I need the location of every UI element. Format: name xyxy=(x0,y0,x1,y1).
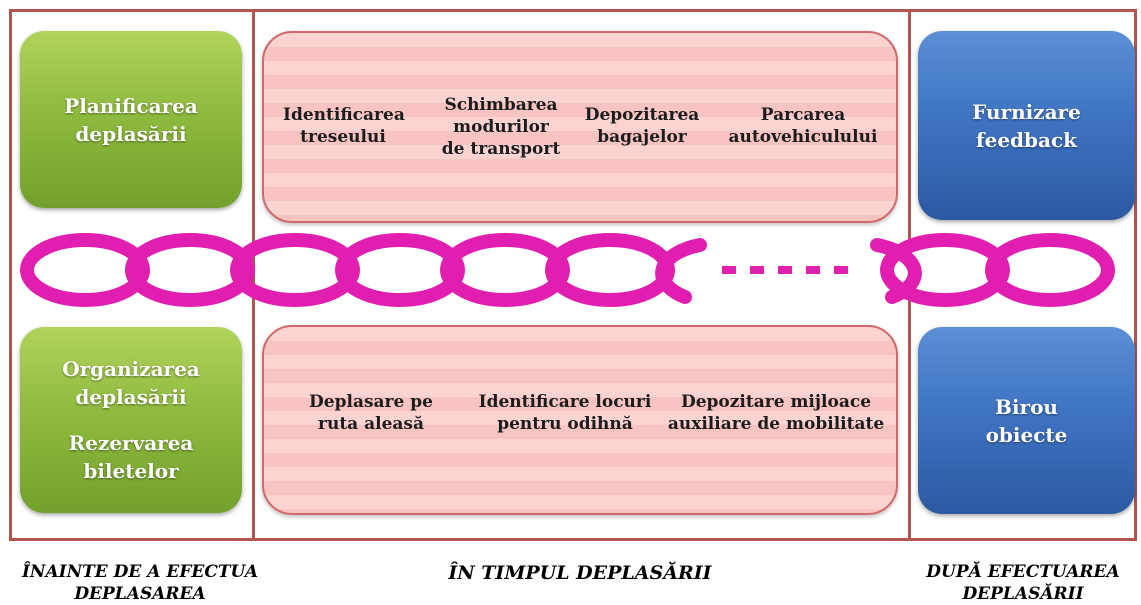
diagram-frame xyxy=(9,9,1137,541)
chain-link xyxy=(335,233,465,307)
vehicle-parking-line-2: autovehiculului xyxy=(728,127,878,147)
organizing-line-1: Organizarea xyxy=(62,357,200,381)
planning-line-1: Planificarea xyxy=(64,93,198,118)
rest-places-line-2: pentru odihnă xyxy=(497,414,633,434)
rest-places-line-1: Identificare locuri xyxy=(478,392,652,412)
mobility-aids-item: Depozitare mijloace auxiliare de mobilit… xyxy=(658,391,894,435)
travel-route-line-1: Deplasare pe xyxy=(309,392,433,412)
before-phase-label: ÎNAINTE DE A EFECTUA DEPLASAREA xyxy=(15,561,265,605)
organizing-line-2: deplasării xyxy=(75,385,187,409)
during-bottom-panel xyxy=(262,325,898,515)
vehicle-parking-item: Parcarea autovehiculului xyxy=(718,104,888,148)
mode-change-item: Schimbarea modurilor de transport xyxy=(426,94,576,160)
route-identification-item: Identificarea treseului xyxy=(283,104,405,148)
during-phase-label: ÎN TIMPUL DEPLASĂRII xyxy=(448,562,712,584)
rest-places-item: Identificare locuri pentru odihnă xyxy=(470,391,660,435)
travel-route-item: Deplasare pe ruta aleasă xyxy=(296,391,446,435)
organizing-box: Organizarea deplasării Rezervarea bilete… xyxy=(20,327,242,513)
during-top-panel xyxy=(262,31,898,223)
lost-items-line-2: obiecte xyxy=(985,422,1068,447)
chain-links-graphic xyxy=(20,233,1115,307)
chain-link xyxy=(985,233,1115,307)
planning-line-2: deplasării xyxy=(75,121,187,146)
chain-link xyxy=(20,233,150,307)
chain-link xyxy=(230,233,360,307)
chain-ellipsis-dots xyxy=(722,266,848,274)
after-phase-label-line-2: DEPLASĂRII xyxy=(962,584,1084,604)
chain-link xyxy=(440,233,570,307)
after-phase-label: DUPĂ EFECTUAREA DEPLASĂRII xyxy=(910,561,1136,605)
mode-change-line-2: modurilor xyxy=(453,117,549,137)
before-phase-label-line-2: DEPLASAREA xyxy=(74,584,206,604)
luggage-storage-line-2: bagajelor xyxy=(597,127,687,147)
travel-route-line-2: ruta aleasă xyxy=(318,414,424,434)
vehicle-parking-line-1: Parcarea xyxy=(760,105,846,125)
booking-line-2: biletelor xyxy=(83,459,179,483)
route-identification-line-1: Identificarea xyxy=(283,105,405,125)
feedback-line-2: feedback xyxy=(975,127,1077,152)
lost-items-box: Birou obiecte xyxy=(918,327,1135,514)
after-phase-label-line-1: DUPĂ EFECTUAREA xyxy=(926,562,1120,582)
chain-link xyxy=(880,233,1010,307)
luggage-storage-line-1: Depozitarea xyxy=(584,105,700,125)
chain-link-partial xyxy=(655,238,707,304)
booking-line-1: Rezervarea xyxy=(68,431,194,455)
luggage-storage-item: Depozitarea bagajelor xyxy=(580,104,704,148)
mobility-aids-line-1: Depozitare mijloace xyxy=(680,392,872,412)
before-phase-label-line-1: ÎNAINTE DE A EFECTUA xyxy=(21,562,259,582)
chain-link xyxy=(125,233,255,307)
feedback-box: Furnizare feedback xyxy=(918,31,1135,220)
planning-box: Planificarea deplasării xyxy=(20,31,242,208)
feedback-line-1: Furnizare xyxy=(972,99,1081,124)
mode-change-line-1: Schimbarea xyxy=(444,95,558,115)
mode-change-line-3: de transport xyxy=(441,139,561,159)
lost-items-line-1: Birou xyxy=(995,394,1058,419)
route-identification-line-2: treseului xyxy=(300,127,386,147)
mobility-aids-line-2: auxiliare de mobilitate xyxy=(667,414,885,434)
